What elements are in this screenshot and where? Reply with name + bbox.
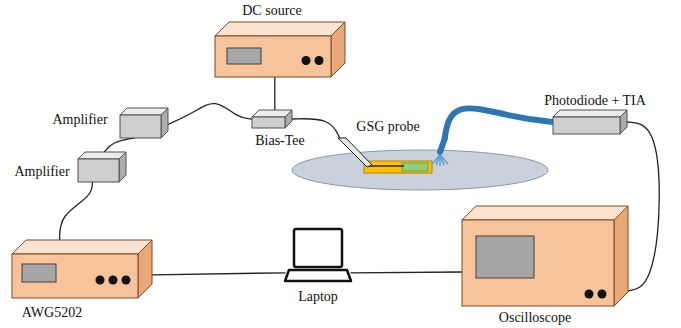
laptop: Laptop	[285, 228, 351, 284]
device-label: Oscilloscope	[499, 310, 571, 326]
device-label: DC source	[242, 3, 302, 19]
cable	[104, 138, 134, 152]
awg-figure	[12, 240, 152, 298]
amplifier-figure	[120, 108, 168, 138]
device-label: GSG probe	[356, 119, 419, 135]
optical-fiber	[445, 108, 553, 138]
device-label: AWG5202	[22, 305, 82, 321]
cable	[60, 182, 93, 240]
probe-station: GSG probe	[290, 138, 552, 192]
awg: AWG5202	[12, 240, 152, 298]
oscilloscope-figure	[462, 206, 628, 306]
probe-station-figure	[290, 138, 552, 192]
cable	[351, 271, 462, 273]
cable	[168, 104, 252, 125]
cable	[152, 273, 285, 275]
cable	[274, 77, 275, 110]
amplifier-figure	[78, 152, 126, 182]
device-label: Amplifier	[14, 164, 69, 180]
device-label: Laptop	[298, 289, 338, 305]
bias-tee: Bias-Tee	[252, 110, 292, 128]
oscilloscope: Oscilloscope	[462, 206, 628, 306]
amplifier: Amplifier	[120, 108, 168, 138]
laptop-figure	[285, 228, 351, 284]
photodiode-tia: Photodiode + TIA	[553, 110, 627, 134]
cable	[627, 122, 659, 291]
dc-source-figure	[215, 22, 345, 77]
device-label: Photodiode + TIA	[544, 93, 646, 109]
device-label: Amplifier	[52, 112, 107, 128]
photodiode-tia-figure	[553, 110, 627, 134]
device-label: Bias-Tee	[255, 133, 305, 149]
dc-source: DC source	[215, 22, 345, 77]
amplifier: Amplifier	[78, 152, 126, 182]
bias-tee-figure	[252, 110, 292, 128]
